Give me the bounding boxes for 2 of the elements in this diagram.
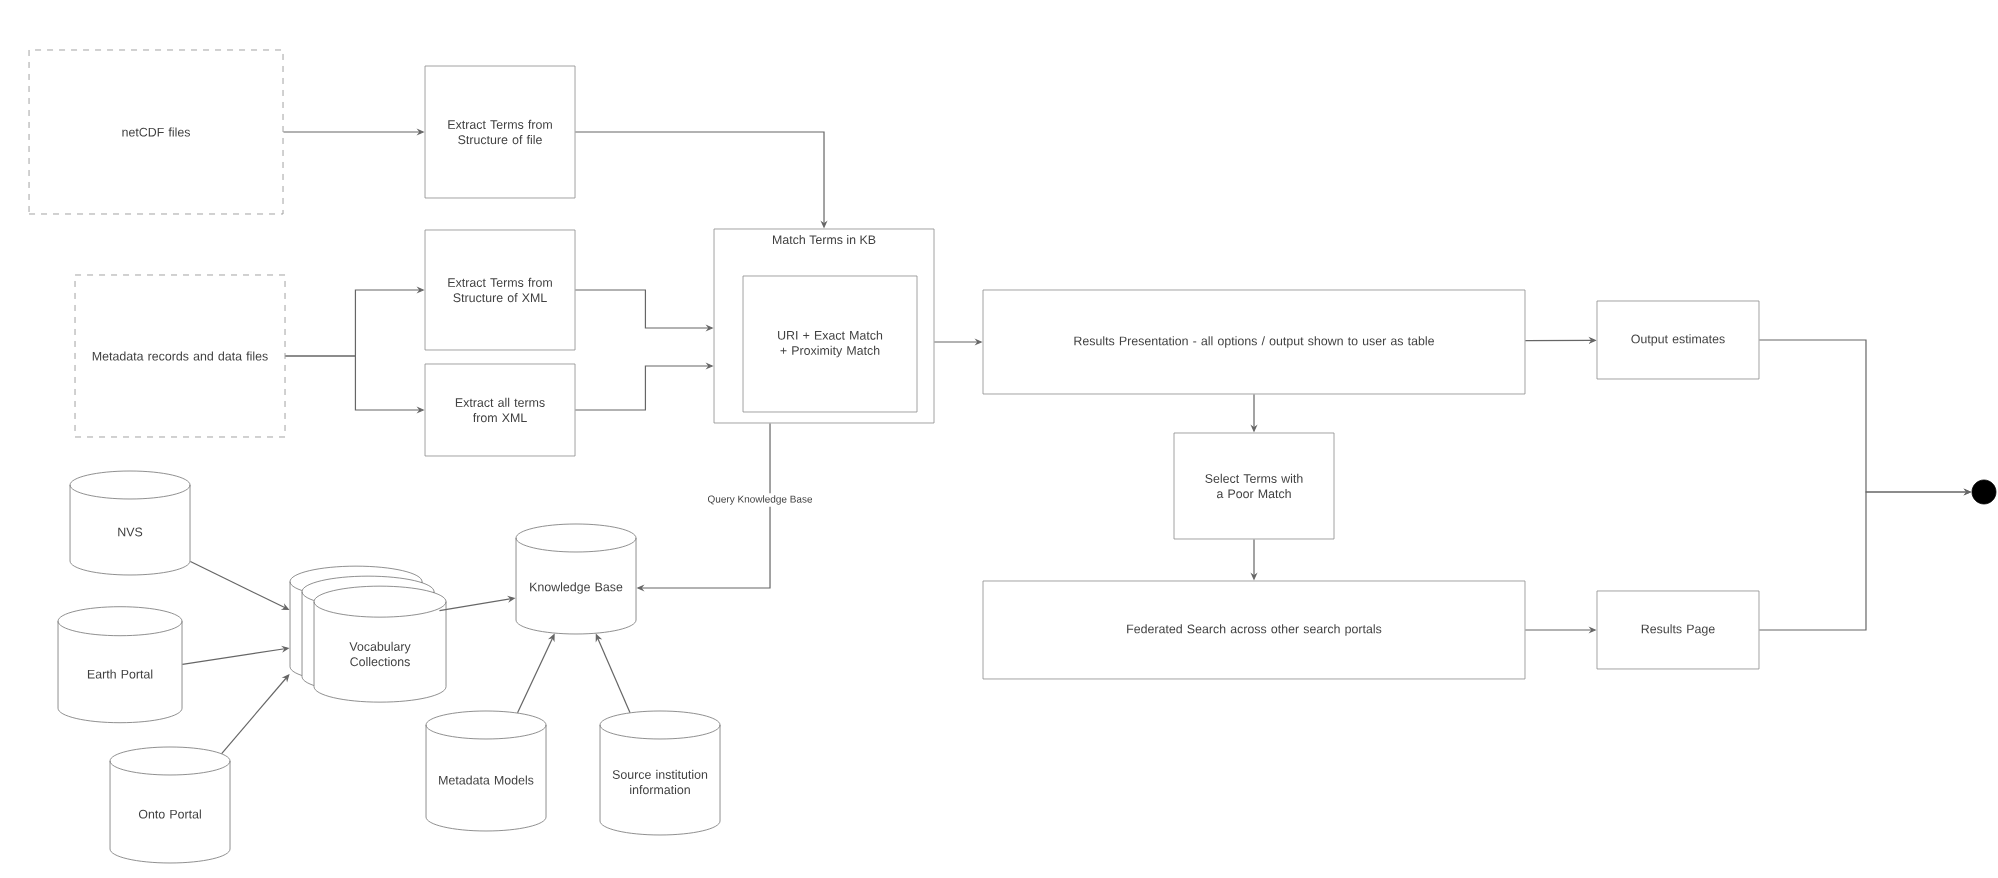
arrow <box>221 674 290 755</box>
end-dot <box>1971 479 1997 505</box>
